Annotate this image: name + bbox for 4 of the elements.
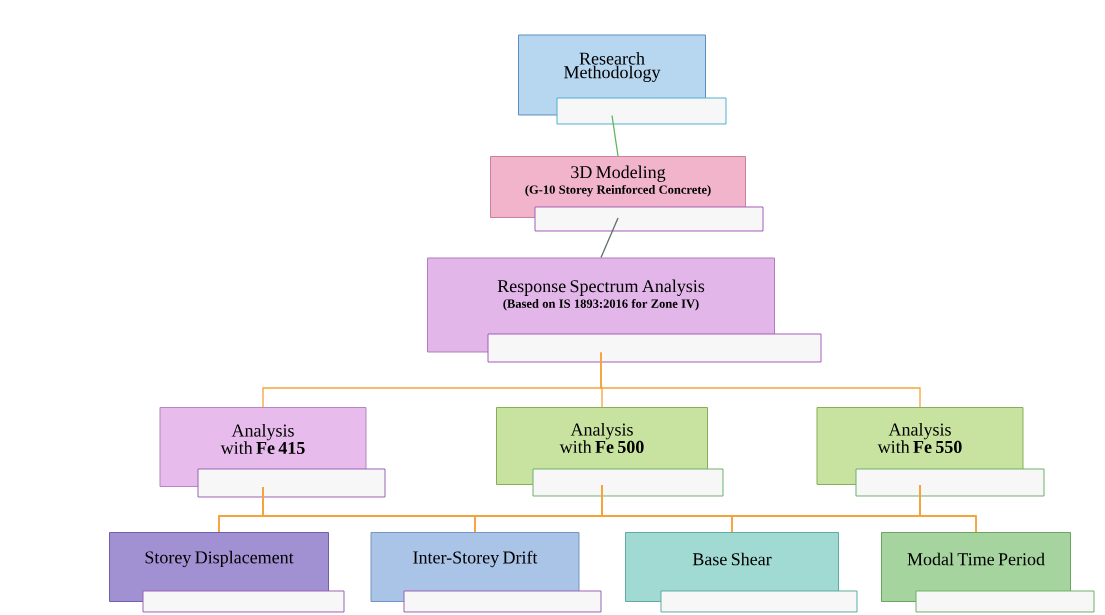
connector-line — [919, 484, 977, 533]
connector-line — [600, 217, 619, 259]
connector-line — [600, 351, 921, 408]
connector-line — [611, 114, 619, 157]
